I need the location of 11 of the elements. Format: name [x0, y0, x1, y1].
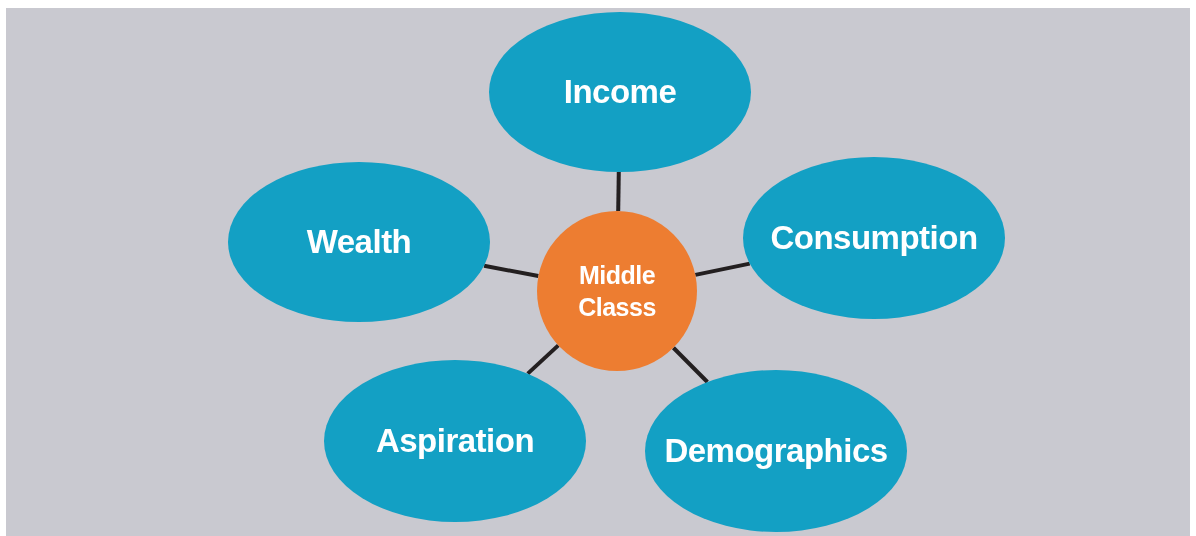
node-label: Income	[563, 71, 677, 112]
connector-line	[671, 346, 709, 384]
connector-line	[616, 171, 621, 212]
connector-line	[694, 261, 751, 277]
connector-line	[526, 343, 560, 376]
node-label: Aspiration	[375, 420, 535, 461]
connector-line	[483, 263, 539, 279]
node-label: Middle Classs	[577, 259, 657, 323]
node-label: Wealth	[306, 221, 412, 262]
node-label: Demographics	[664, 430, 888, 471]
node-label: Consumption	[770, 217, 978, 258]
